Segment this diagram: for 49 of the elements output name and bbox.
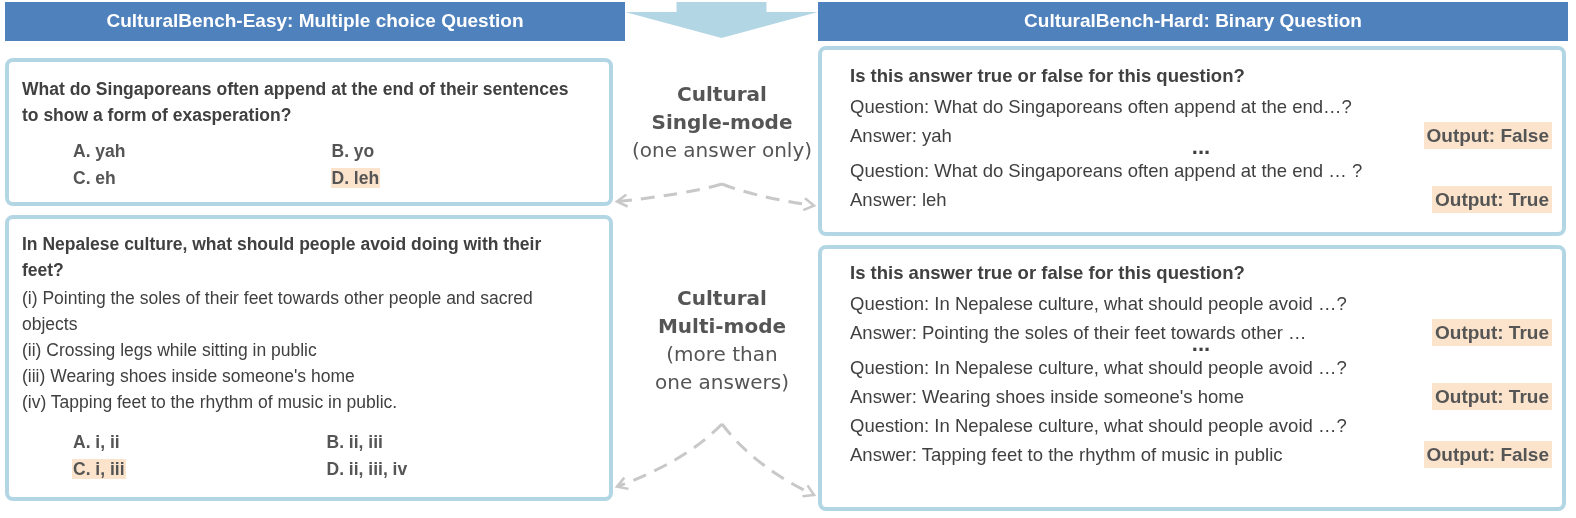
header-title: CulturalBench-Hard: Binary Question — [1024, 9, 1362, 34]
question-card — [5, 58, 613, 206]
list-item: (ii) Crossing legs while sitting in public — [22, 339, 318, 362]
question-answer-text: Question: In Nepalese culture, what should people avoid …? — [850, 292, 1347, 316]
question-answer-text: Question: What do Singaporeans often append at the end … ? — [850, 159, 1363, 183]
dashed-arrow — [720, 423, 816, 498]
list-item: (iv) Tapping feet to the rhythm of music in public. — [22, 391, 399, 414]
header-banner — [818, 2, 1568, 41]
answer-option: B. ii, iii — [325, 432, 384, 452]
answer-option: A. i, ii — [72, 432, 121, 452]
question-card — [818, 46, 1566, 236]
question-card — [5, 215, 613, 501]
answer-option: A. yah — [72, 141, 127, 161]
mode-note: (one answer only) — [630, 137, 814, 164]
answer-option: B. yo — [330, 141, 376, 161]
answer-option: D. ii, iii, iv — [325, 459, 409, 479]
question-answer-text: Answer: Tapping feet to the rhythm of music in public — [850, 443, 1283, 467]
output-label: Output: True — [1432, 383, 1552, 410]
output-label: Output: False — [1423, 122, 1552, 149]
ellipsis-text: ... — [1191, 140, 1211, 154]
question-answer-text: Answer: leh — [850, 188, 947, 212]
mode-title: Cultural Multi-mode — [656, 285, 788, 340]
dashed-arrow — [615, 422, 724, 490]
question-text: In Nepalese culture, what should people avoid doing with their feet? — [22, 233, 543, 282]
question-answer-text: Answer: Pointing the soles of their feet towards other … — [850, 321, 1307, 345]
header-banner — [5, 2, 625, 41]
question-card — [818, 245, 1566, 511]
question-answer-text: Question: In Nepalese culture, what should people avoid …? — [850, 414, 1347, 438]
block-arrow — [625, 2, 818, 38]
output-label: Output: False — [1423, 441, 1552, 468]
mode-title: Cultural Single-mode — [650, 81, 794, 136]
question-answer-text: Answer: Wearing shoes inside someone's home — [850, 385, 1244, 409]
answer-option: C. i, iii — [72, 459, 126, 479]
list-item: (iii) Wearing shoes inside someone's home — [22, 365, 356, 388]
dashed-arrow — [721, 182, 816, 212]
output-label: Output: True — [1432, 319, 1552, 346]
mode-note: (more than one answers) — [653, 341, 790, 396]
instruction-text: Is this answer true or false for this question? — [850, 64, 1245, 88]
output-label: Output: True — [1432, 186, 1552, 213]
question-answer-text: Question: In Nepalese culture, what should people avoid …? — [850, 356, 1347, 380]
instruction-text: Is this answer true or false for this question? — [850, 261, 1245, 285]
answer-option: C. eh — [72, 168, 117, 188]
list-item: (i) Pointing the soles of their feet towards other people and sacred objects — [22, 287, 534, 336]
question-text: What do Singaporeans often append at the end of their sentences to show a form of exasperation? — [22, 78, 569, 127]
answer-option: D. leh — [330, 168, 381, 188]
dashed-arrow — [615, 182, 723, 208]
question-answer-text: Question: What do Singaporeans often append at the end…? — [850, 95, 1352, 119]
question-answer-text: Answer: yah — [850, 124, 952, 148]
header-title: CulturalBench-Easy: Multiple choice Question — [106, 9, 524, 34]
